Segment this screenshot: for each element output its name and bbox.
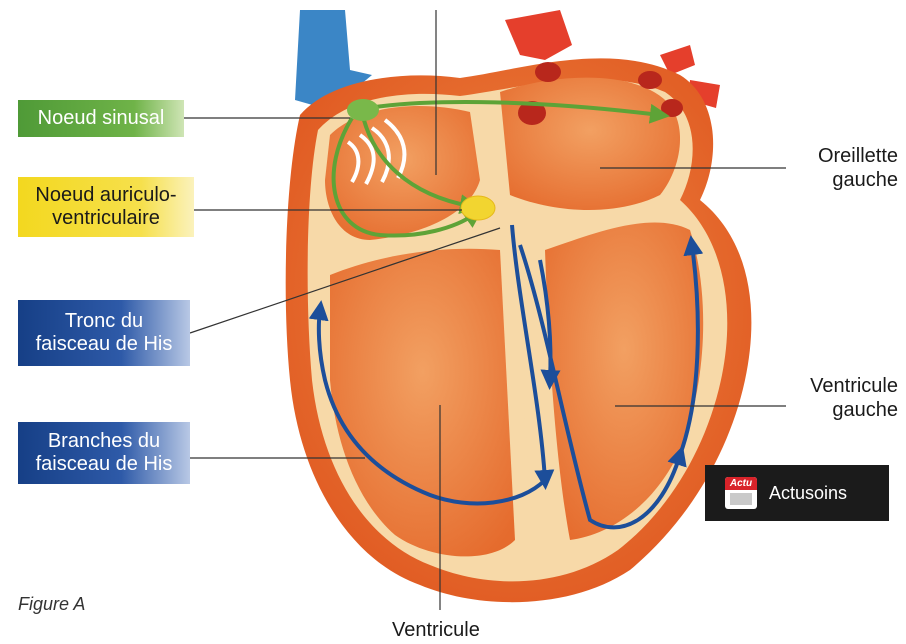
label-ventricule-gauche: Ventricule gauche [778,374,898,422]
label-tronc-faisceau-his: Tronc du faisceau de His [18,300,190,366]
label-noeud-auriculo-ventriculaire: Noeud auriculo- ventriculaire [18,177,194,237]
label-oreillette-gauche: Oreillette gauche [788,144,898,192]
figure-caption: Figure A [18,594,85,615]
sinus-node [347,99,379,121]
label-noeud-sinusal: Noeud sinusal [18,100,184,137]
label-ventricule-bottom: Ventricule [392,619,480,642]
label-branches-faisceau-his: Branches du faisceau de His [18,422,190,484]
actusoins-logo-icon: Actu [725,477,757,509]
left-atrium [500,78,680,210]
actusoins-logo-text: Actu [725,477,757,490]
actusoins-badge[interactable]: Actu Actusoins [705,465,889,521]
actusoins-badge-name: Actusoins [769,483,847,504]
av-node [461,196,495,220]
logo-body [730,493,752,505]
